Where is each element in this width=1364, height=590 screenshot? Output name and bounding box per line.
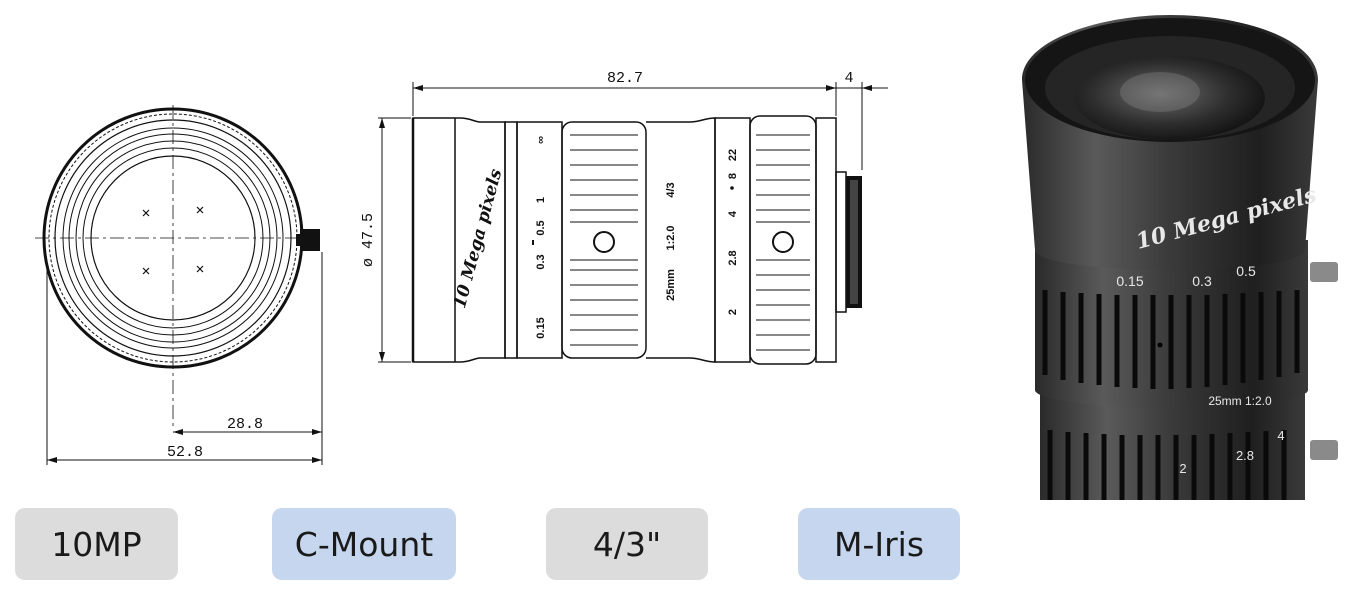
lens-product-photo	[1022, 15, 1338, 500]
iris-dot-mark	[730, 186, 734, 190]
resolution-badge-label: 10MP	[51, 524, 142, 564]
diameter-dimension: ø 47.5	[360, 213, 377, 267]
format-mark: 4/3	[665, 182, 677, 197]
sensor-format-badge-label: 4/3"	[592, 524, 662, 564]
photo-iris-mark: 4	[1277, 428, 1284, 443]
front-view-drawing	[35, 105, 323, 465]
focus-scale-mark: 0.3	[535, 254, 547, 269]
iris-scale-mark: 2	[727, 309, 739, 315]
focus-scale-mark: 0.5	[535, 220, 547, 235]
length-dimension: 82.7	[607, 70, 643, 87]
aperture-mark: 1:2.0	[665, 225, 677, 250]
photo-focal-text: 25mm 1:2.0	[1208, 394, 1272, 408]
focal-length-mark: 25mm	[665, 269, 677, 301]
iris-scale-mark: 8	[727, 173, 739, 179]
focus-scale-mark: 0.15	[535, 317, 547, 338]
sensor-format-badge: 4/3"	[546, 508, 708, 580]
photo-iris-mark: 2	[1179, 461, 1186, 476]
front-width-dimension: 52.8	[167, 444, 203, 461]
iris-type-badge-label: M-Iris	[833, 524, 925, 564]
lens-drawings: 28.8 52.8	[35, 15, 1338, 500]
iris-scale-mark: 2.8	[727, 250, 739, 265]
side-brand-text: 10 Mega pixels	[450, 166, 507, 310]
iris-type-badge: M-Iris	[798, 508, 960, 580]
flange-dimension: 4	[844, 70, 853, 87]
iris-scale-mark: 22	[727, 149, 739, 161]
photo-focus-mark: 0.3	[1192, 273, 1212, 289]
mount-badge: C-Mount	[272, 508, 456, 580]
front-offset-dimension: 28.8	[227, 416, 263, 433]
focus-scale-mark: 1	[535, 197, 547, 203]
photo-focus-mark: 0.5	[1236, 263, 1256, 279]
side-view-drawing	[378, 82, 888, 365]
focus-scale-mark: ∞	[535, 136, 547, 144]
iris-scale-mark: 4	[727, 210, 739, 217]
resolution-badge: 10MP	[15, 508, 178, 580]
mount-badge-label: C-Mount	[294, 524, 434, 564]
photo-iris-mark: 2.8	[1236, 448, 1254, 463]
photo-focus-mark: 0.15	[1116, 273, 1143, 289]
